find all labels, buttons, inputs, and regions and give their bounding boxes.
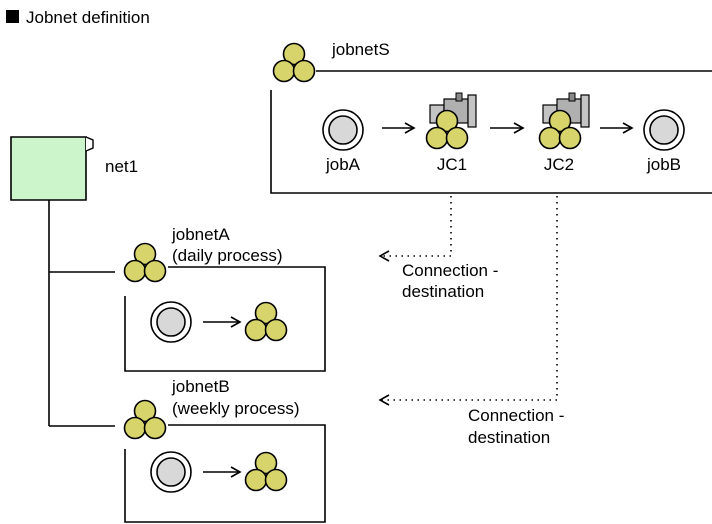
jobnet-a-sub-jobnet-icon [244,301,288,342]
job-b-icon[interactable] [643,109,685,151]
jobnet-b-desc: (weekly process) [172,399,300,418]
connection-label-line1: Connection - [402,261,498,280]
jobnet-b-frame [124,424,326,523]
jc2-label: JC2 [544,155,574,174]
jobnet-a[interactable]: jobnetA (daily process) [123,225,326,372]
dotted-connection-line [378,196,558,406]
jobnet-a-frame [124,266,326,372]
heading: Jobnet definition [6,8,150,27]
jc2-item[interactable]: JC2 [538,92,590,174]
jobnet-a-job-icon[interactable] [150,301,192,343]
jobnet-b-job-icon[interactable] [150,451,192,493]
root-jobnet-label: net1 [105,157,138,176]
jobnet-s-frame [270,70,712,194]
connection-destination-2: Connection - destination [378,196,564,447]
job-a-label: jobA [325,155,361,174]
jobnet-a-icon [123,242,167,283]
jobnet-s-label: jobnetS [331,40,390,59]
job-b-label: jobB [646,155,681,174]
jobnet-b-sub-jobnet-icon [244,451,288,492]
jc1-item[interactable]: JC1 [425,92,477,174]
jc1-label: JC1 [437,155,467,174]
job-a-icon[interactable] [322,109,364,151]
jobnet-s[interactable]: jobnetS jobA JC1 JC2 jobB [270,40,712,194]
root-jobnet-fold-icon [85,136,94,152]
connection-label-line2: destination [468,428,550,447]
jobnet-b[interactable]: jobnetB (weekly process) [123,377,326,523]
jobnet-s-icon [272,42,316,83]
jobnet-a-desc: (daily process) [172,246,283,265]
root-jobnet-net1[interactable]: net1 [10,136,138,201]
root-jobnet-icon [10,136,87,201]
heading-text: Jobnet definition [26,8,150,27]
jobnet-b-icon [123,399,167,440]
heading-square-icon [6,10,19,23]
dotted-connection-line [378,196,452,262]
tree-connector-lines [48,200,115,427]
jobnet-a-label: jobnetA [171,225,230,244]
connection-label-line1: Connection - [468,406,564,425]
connection-label-line2: destination [402,282,484,301]
connection-destination-1: Connection - destination [378,196,498,301]
jobnet-b-label: jobnetB [171,377,230,396]
